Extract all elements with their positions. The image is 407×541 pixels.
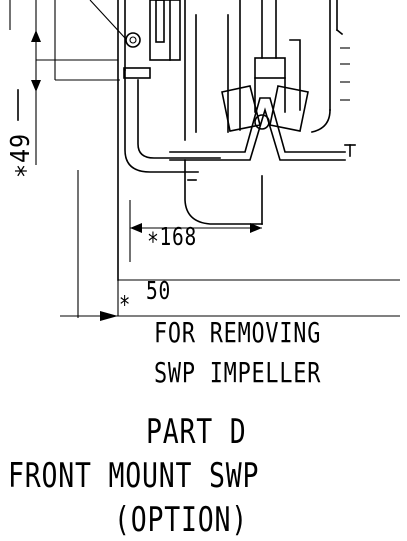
dimension-50-label: 50 — [146, 276, 172, 305]
engine-block — [117, 0, 356, 281]
dimension-49-lines — [17, 60, 41, 165]
removing-note-line2: SWP IMPELLER — [154, 356, 322, 389]
upper-leader-lines — [9, 0, 126, 81]
dimension-168-lines — [129, 200, 262, 262]
title-line3: (OPTION) — [114, 500, 248, 540]
oil-pan — [184, 159, 263, 225]
title-line2: FRONT MOUNT SWP — [8, 456, 260, 496]
mount-bracket — [169, 85, 346, 161]
dimension-50-lines — [60, 170, 400, 321]
dimension-50-marker: ∗ — [119, 286, 132, 314]
dimension-168-label: ∗168 — [147, 222, 198, 251]
hose-pipe — [124, 69, 221, 173]
title-line1: PART D — [146, 412, 247, 452]
dimension-49-label: ∗49 — [6, 133, 36, 178]
removing-note-line1: FOR REMOVING — [154, 316, 322, 349]
